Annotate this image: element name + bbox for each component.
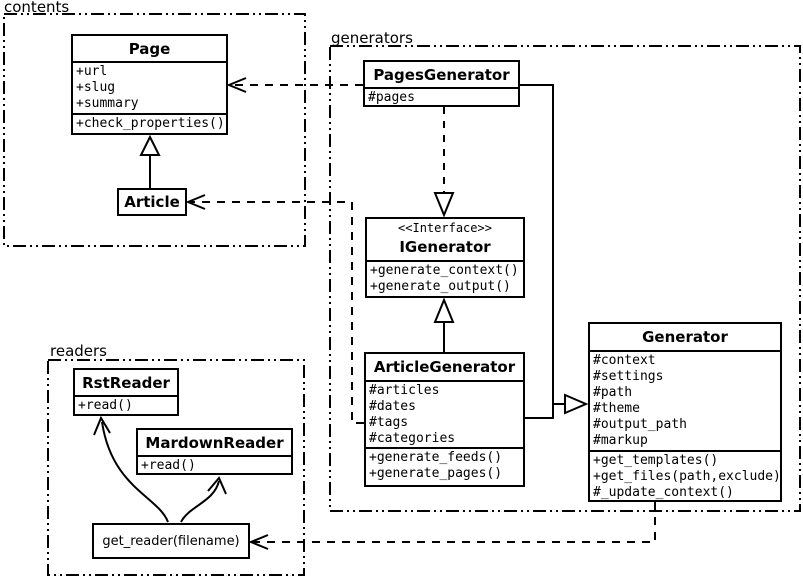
edge-generators-extend-generator [520,84,554,419]
attribute: #settings [593,369,664,384]
attribute: #markup [593,433,648,448]
class-title-article: Article [124,193,180,211]
class-methods-mardownreader: +read() [138,455,291,473]
attribute: +slug [76,80,116,95]
class-title-rstreader: RstReader [82,373,170,392]
class-title-articlegenerator: ArticleGenerator [373,358,516,376]
class-box-pagesgenerator: PagesGenerator #pages [363,60,520,107]
method: +generate_pages() [369,466,503,481]
method: +read() [141,458,196,473]
class-title-page: Page [128,39,171,58]
package-border-contents [3,13,306,247]
class-box-generator: Generator #context #settings #path #them… [588,322,782,502]
class-box-article: Article [117,188,187,216]
class-methods-rstreader: +read() [75,395,177,414]
arrowhead-triangle-igenerator-bottom [433,297,455,323]
arrowhead-open-mardownreader [207,476,227,495]
class-box-rstreader: RstReader +read() [73,368,179,416]
package-label-readers: readers [50,342,107,360]
attribute: #articles [369,383,440,398]
edge-getreader-to-mardownreader [180,480,220,523]
class-methods-igenerator: +generate_context() +generate_output() [367,260,523,296]
class-title-igenerator: IGenerator [399,238,491,256]
package-border-generators [329,45,801,512]
class-title-generator: Generator [642,328,728,346]
edge-getreader-to-rstreader [101,421,169,523]
function-box-get-reader: get_reader(filename) [92,523,250,559]
arrowhead-triangle-page [139,134,161,156]
method: +get_templates() [593,453,719,468]
method: +generate_output() [370,279,511,294]
class-header-igenerator: <<Interface>> IGenerator [367,219,523,260]
attribute: #dates [369,399,416,414]
class-title-mardownreader: MardownReader [145,433,284,452]
attribute: #context [593,353,656,368]
package-label-generators: generators [331,29,413,47]
arrowhead-triangle-generator [564,393,589,415]
class-attributes-page: +url +slug +summary [73,61,226,113]
method: #_update_context() [593,485,734,500]
class-box-articlegenerator: ArticleGenerator #articles #dates #tags … [364,352,525,487]
attribute: #pages [368,90,415,105]
class-methods-page: +check_properties() [73,113,226,133]
class-methods-generator: +get_templates() +get_files(path,exclude… [590,450,780,500]
stereotype-interface: <<Interface>> [398,221,492,235]
attribute: #theme [593,401,640,416]
class-box-igenerator: <<Interface>> IGenerator +generate_conte… [365,217,525,298]
class-attributes-generator: #context #settings #path #theme #output_… [590,350,780,450]
package-label-contents: contents [4,0,70,16]
package-border-readers [47,359,305,576]
edge-articlegenerator-uses-article [190,201,364,424]
class-attributes-articlegenerator: #articles #dates #tags #categories [366,380,523,447]
attribute: +summary [76,96,139,111]
arrowhead-open-page [226,77,247,93]
arrowhead-open-article [185,194,206,210]
method: +get_files(path,exclude) [593,469,780,484]
method: +generate_feeds() [369,450,503,465]
class-box-page: Page +url +slug +summary +check_properti… [71,34,228,135]
class-methods-articlegenerator: +generate_feeds() +generate_pages() [366,447,523,485]
attribute: +url [76,64,108,79]
method: +read() [78,398,133,413]
method: +generate_context() [370,263,519,278]
arrowhead-open-rstreader [93,415,111,436]
attribute: #categories [369,431,456,446]
class-box-mardownreader: MardownReader +read() [136,428,293,475]
edge-generator-uses-getreader [253,502,656,543]
attribute: #tags [369,415,409,430]
attribute: #output_path [593,417,687,432]
class-attributes-pagesgenerator: #pages [365,87,518,105]
attribute: #path [593,385,633,400]
arrowhead-triangle-igenerator-top [433,192,455,218]
arrowhead-open-getreader [248,534,269,550]
method: +check_properties() [76,116,225,131]
class-title-pagesgenerator: PagesGenerator [373,65,510,84]
